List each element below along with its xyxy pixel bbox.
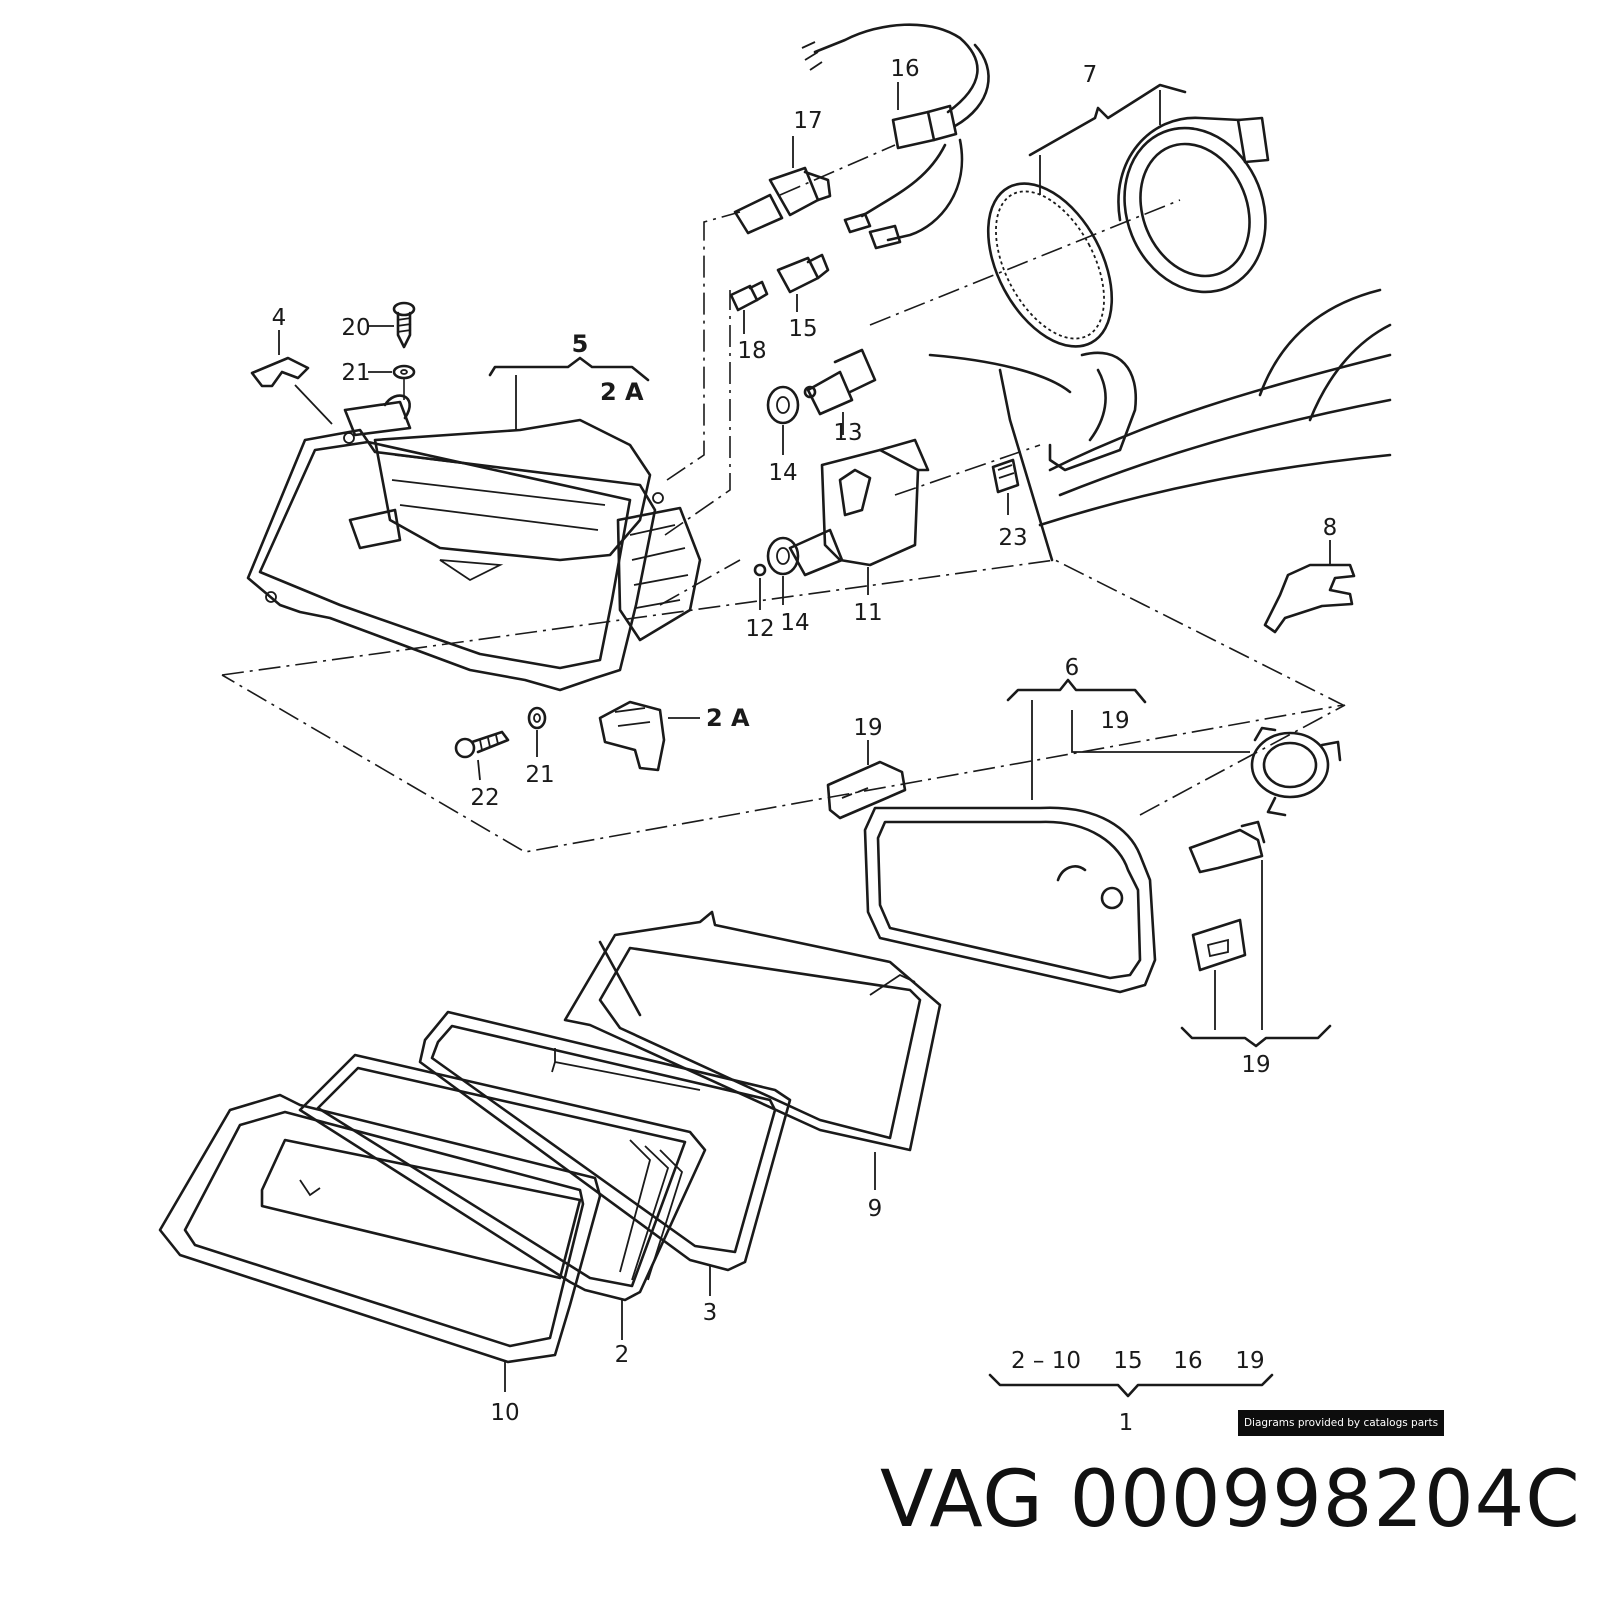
callout-15: 15	[788, 316, 817, 342]
callout-3: 3	[703, 1300, 718, 1326]
washer-14-top	[766, 385, 800, 455]
callout-2a-top: 2 A	[600, 378, 644, 406]
adjuster-screw-19	[1188, 820, 1266, 1030]
pin-12	[753, 563, 767, 610]
callout-22: 22	[470, 785, 499, 811]
callout-19-housing: 19	[1100, 708, 1129, 734]
bulb-15	[776, 253, 830, 312]
callout-20: 20	[341, 315, 370, 341]
callout-23: 23	[998, 525, 1027, 551]
part-number: 000998204C	[1069, 1455, 1581, 1545]
callout-labels: 1 2 2 A 2 A 3 4 5 6 7 8 9 10 11 12 13 14…	[272, 56, 1338, 1436]
vehicle-body-outline	[928, 288, 1392, 562]
kit-legend-item: 16	[1173, 1348, 1202, 1374]
callout-16: 16	[890, 56, 919, 82]
callout-9: 9	[868, 1196, 883, 1222]
connector-16	[801, 23, 990, 250]
bulb-17	[733, 136, 832, 235]
washer-21-bottom	[527, 706, 547, 757]
part-title: VAG 000998204C	[880, 1455, 1581, 1545]
lens-frame-9	[563, 910, 942, 1190]
bracket-4	[250, 330, 333, 425]
callout-11: 11	[853, 600, 882, 626]
callout-2: 2	[615, 1342, 630, 1368]
callout-4: 4	[272, 305, 287, 331]
retaining-ring	[1250, 726, 1342, 817]
kit-legend-item: 19	[1235, 1348, 1264, 1374]
callout-8: 8	[1323, 515, 1338, 541]
callout-2a-bottom: 2 A	[706, 704, 750, 732]
callout-17: 17	[793, 108, 822, 134]
callout-19-bottom: 19	[1241, 1052, 1270, 1078]
callout-10: 10	[490, 1400, 519, 1426]
callout-18: 18	[737, 338, 766, 364]
callout-5: 5	[572, 330, 589, 358]
screw-20	[368, 301, 416, 349]
bulb-18	[729, 280, 769, 334]
reflector-6	[863, 678, 1250, 994]
washer-14-bottom	[766, 536, 800, 605]
fitting-13	[803, 348, 877, 435]
callout-21-bottom: 21	[525, 762, 554, 788]
adjuster-clip-19	[826, 740, 907, 820]
connector-23	[991, 458, 1020, 515]
callout-21-top: 21	[341, 360, 370, 386]
headlight-housing	[246, 394, 702, 692]
callout-6: 6	[1065, 655, 1080, 681]
callout-12: 12	[745, 616, 774, 642]
callout-14-top: 14	[768, 460, 797, 486]
screw-22	[454, 730, 510, 781]
gasket-ring	[986, 155, 1114, 348]
callout-13: 13	[833, 420, 862, 446]
callout-7: 7	[1083, 62, 1098, 88]
bracket-8	[1263, 540, 1356, 634]
washer-21-top	[368, 364, 416, 405]
assembly-outline	[221, 559, 1346, 853]
clip-2a	[598, 700, 700, 772]
bezel-10	[158, 1093, 602, 1392]
kit-legend-item: 2 – 10	[1011, 1348, 1081, 1374]
callout-1: 1	[1119, 1410, 1134, 1436]
kit-legend-item: 15	[1113, 1348, 1142, 1374]
lens-gasket-3	[418, 1010, 792, 1296]
brand-name: VAG	[880, 1455, 1044, 1545]
clip-19-bottom	[1191, 918, 1247, 1030]
actuator-11	[788, 438, 930, 595]
callout-19-clip: 19	[853, 715, 882, 741]
diagram-credit-badge: Diagrams provided by catalogs parts	[1238, 1410, 1444, 1436]
headlight-cap-7	[1028, 83, 1270, 294]
callout-14-bottom: 14	[780, 610, 809, 636]
kit-legend: 2 – 10 15 16 19	[1011, 1348, 1265, 1374]
